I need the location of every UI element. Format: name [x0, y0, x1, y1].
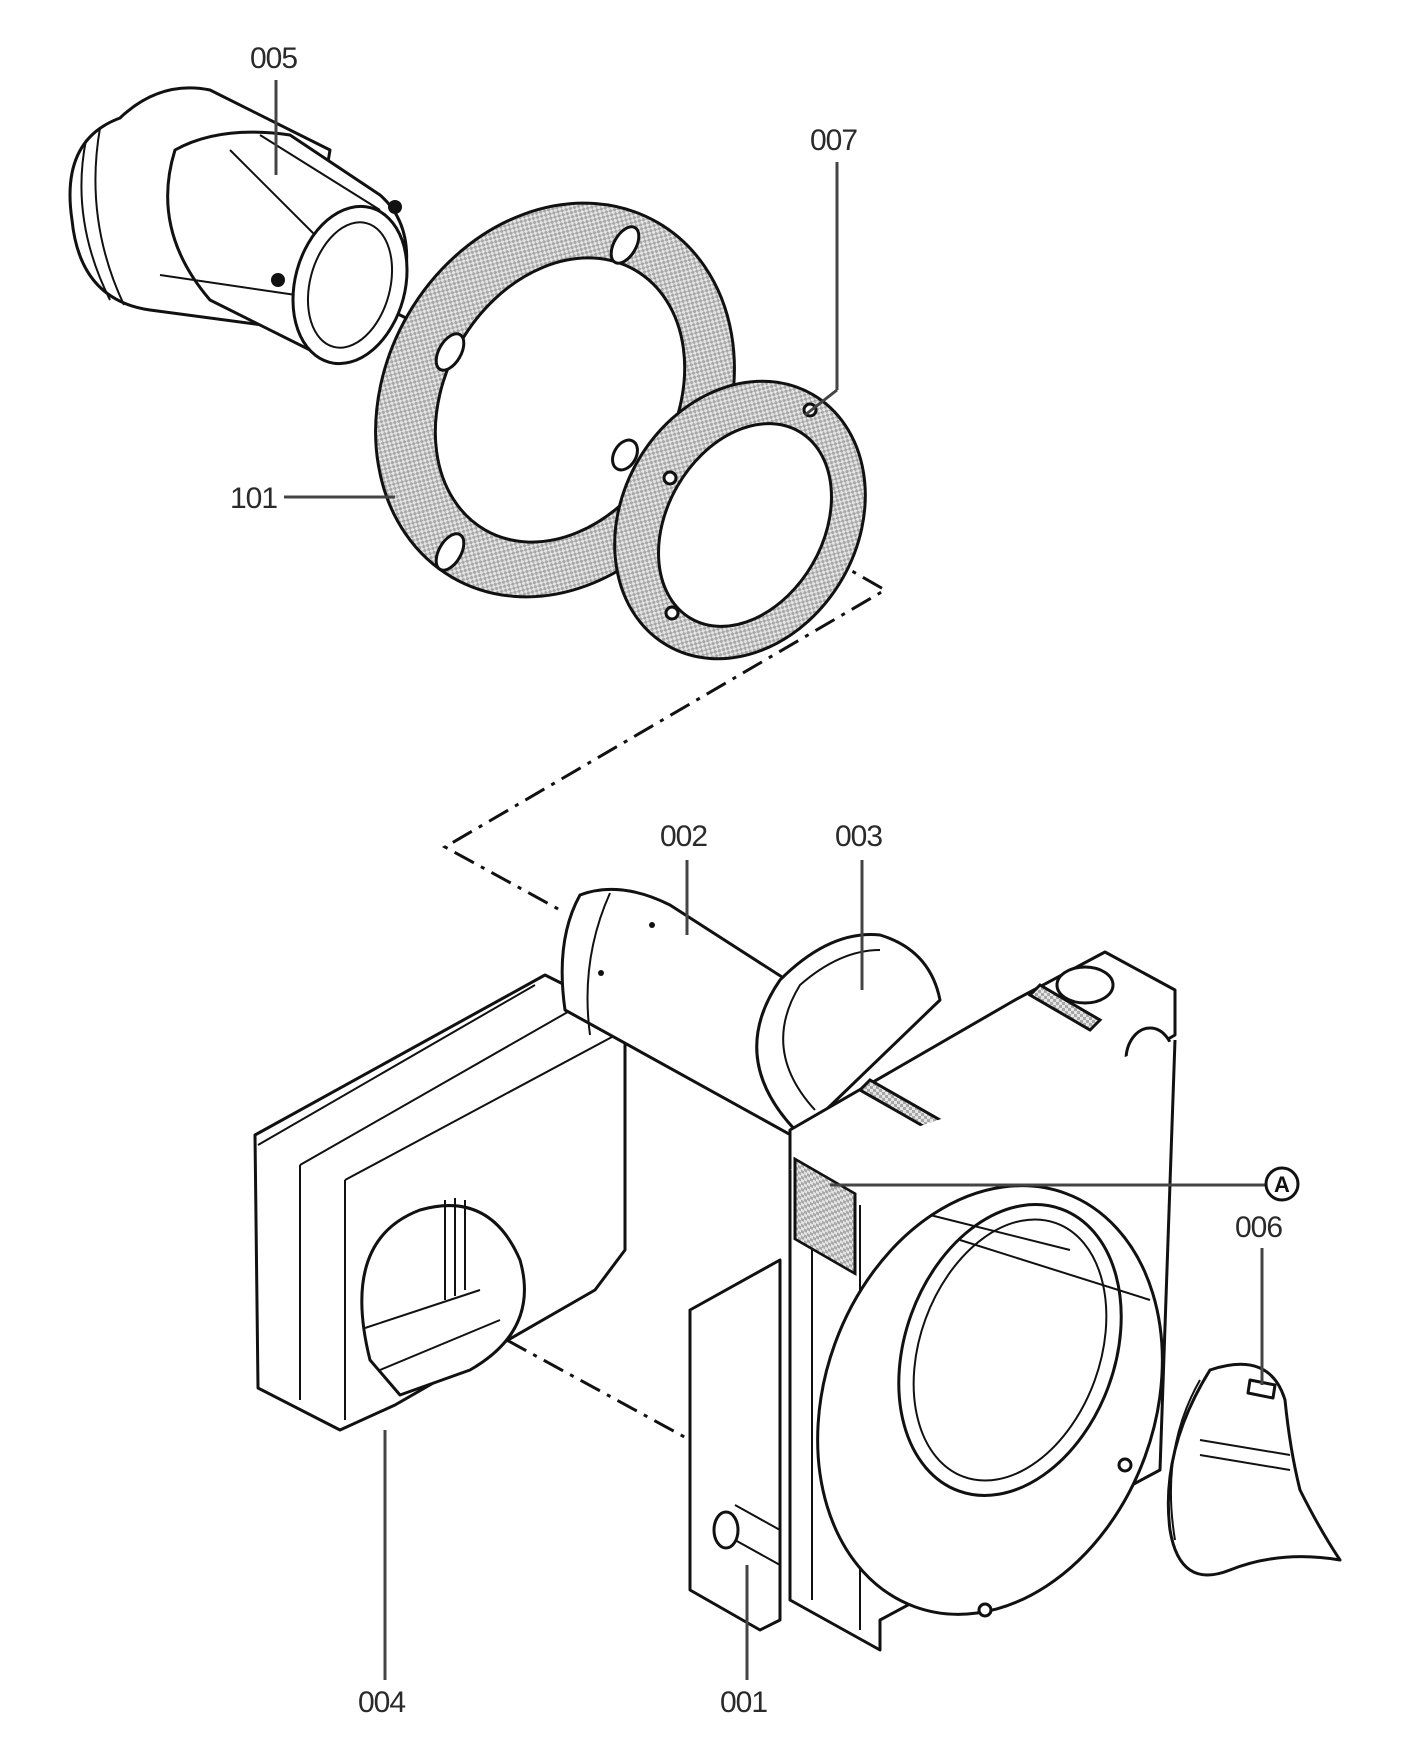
axis-line-upper	[349, 288, 888, 912]
bolt-hole	[434, 532, 466, 572]
detail-a-label: A	[1274, 1172, 1290, 1197]
part-003-main-housing[interactable]	[755, 933, 1221, 1664]
callout-007: 007	[810, 124, 857, 157]
leader-lines	[274, 80, 1265, 1680]
bolt-hole	[434, 332, 466, 372]
callout-005: 005	[250, 42, 297, 75]
callout-003: 003	[835, 820, 882, 853]
housing-port	[1055, 965, 1115, 1005]
flap-pivot-pin	[1246, 1378, 1277, 1400]
detail-a-circle	[1264, 1166, 1300, 1202]
callout-labels: 005 007 101 002 003 006 004 001 A	[230, 42, 1300, 1719]
callout-004: 004	[358, 1686, 405, 1719]
bolt-hole	[611, 438, 639, 472]
detail-a-marker: A	[1264, 1166, 1300, 1202]
callout-002: 002	[660, 820, 707, 853]
bolt-hole	[609, 225, 641, 265]
detail-a-plate	[793, 1156, 857, 1277]
part-005-flame-tube[interactable]	[68, 86, 424, 377]
callout-006: 006	[1235, 1211, 1282, 1244]
part-001-side-bracket[interactable]	[688, 1258, 782, 1632]
leader-007-diagonal	[804, 388, 838, 417]
part-007-small-gasket[interactable]	[565, 335, 914, 704]
part-006-damper-flap[interactable]	[1166, 1362, 1342, 1577]
part-004-intake-cover[interactable]	[253, 973, 627, 1432]
callout-001: 001	[720, 1686, 767, 1719]
assembly-axis-lines	[349, 288, 1161, 1442]
callout-101: 101	[230, 482, 277, 515]
bracket-knob	[712, 1510, 740, 1550]
